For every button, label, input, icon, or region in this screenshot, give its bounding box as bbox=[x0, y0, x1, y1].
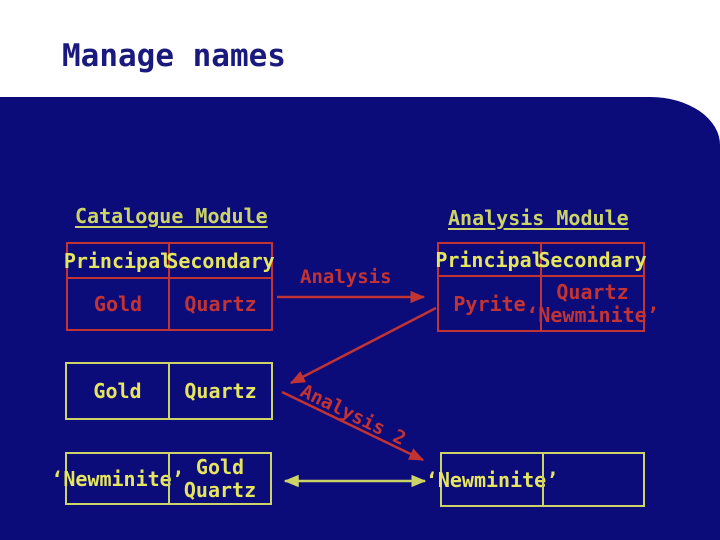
secondary-header-cell: Secondary bbox=[538, 244, 647, 275]
catalogue-names-table: Principal Secondary Gold Quartz bbox=[63, 242, 275, 331]
secondary-line1: Gold bbox=[195, 454, 245, 479]
secondary-value-cell: Quartz bbox=[168, 364, 271, 418]
principal-value-cell: ‘Newminite’ bbox=[425, 467, 559, 492]
analysis-arrow-label: Analysis bbox=[300, 266, 392, 288]
secondary-value-cell: Quartz ‘Newminite’ bbox=[526, 275, 659, 330]
principal-value-cell: Pyrite bbox=[439, 275, 540, 330]
analysis-module-heading: Analysis Module bbox=[448, 206, 629, 230]
principal-header-cell: Principal bbox=[435, 247, 544, 272]
secondary-line2: Quartz bbox=[183, 477, 257, 502]
analysis-result-table: Principal Secondary Pyrite Quartz ‘Newmi… bbox=[435, 242, 659, 332]
catalogue-renamed-table: ‘Newminite’ Gold Quartz bbox=[51, 452, 272, 505]
catalogue-module-heading: Catalogue Module bbox=[75, 204, 268, 228]
secondary-header-cell: Secondary bbox=[166, 244, 275, 277]
principal-value-cell: ‘Newminite’ bbox=[51, 466, 184, 491]
secondary-value-cell: Quartz bbox=[168, 277, 271, 329]
catalogue-row-table: Gold Quartz bbox=[65, 362, 273, 420]
principal-header-cell: Principal bbox=[63, 248, 173, 273]
secondary-value-cell bbox=[542, 454, 643, 505]
principal-value-cell: Gold bbox=[93, 379, 142, 403]
slide-title: Manage names bbox=[62, 38, 286, 74]
analysis-renamed-table: ‘Newminite’ bbox=[425, 452, 645, 507]
secondary-line1: Quartz bbox=[556, 279, 629, 304]
secondary-line2: ‘Newminite’ bbox=[526, 302, 659, 327]
secondary-value-cell: Gold Quartz bbox=[168, 454, 270, 503]
principal-value-cell: Gold bbox=[68, 277, 168, 329]
